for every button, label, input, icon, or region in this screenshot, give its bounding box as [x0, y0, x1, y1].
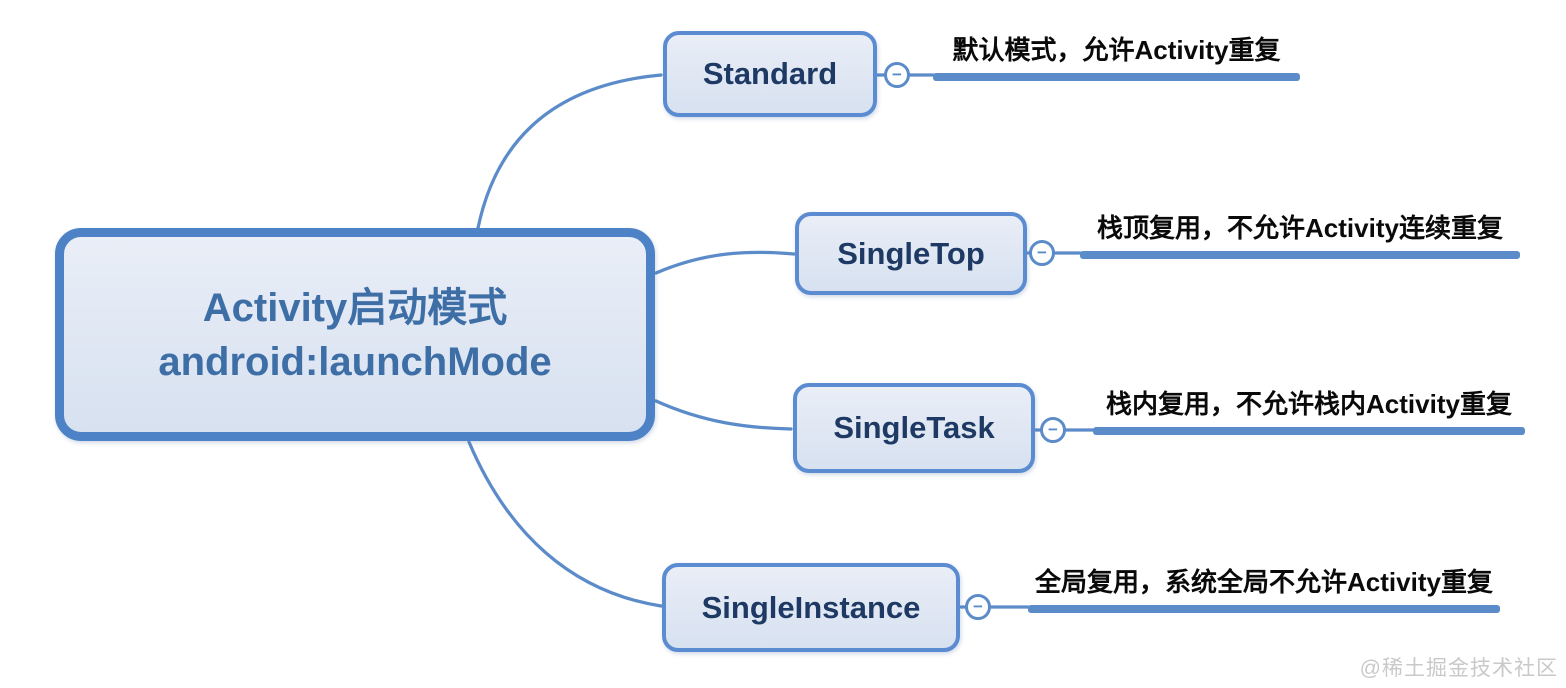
- topic-node-standard[interactable]: Standard: [663, 31, 877, 117]
- note-singletask: 栈内复用，不允许栈内Activity重复: [1093, 384, 1525, 435]
- central-topic-node[interactable]: Activity启动模式 android:launchMode: [55, 228, 655, 441]
- note-text-singleinstance: 全局复用，系统全局不允许Activity重复: [1035, 567, 1493, 597]
- watermark: @稀土掘金技术社区: [1359, 657, 1558, 680]
- connector-central-standard: [476, 73, 663, 230]
- collapse-toggle-singletop[interactable]: −: [1029, 240, 1055, 266]
- topic-label-standard: Standard: [702, 56, 838, 91]
- note-text-singletop: 栈顶复用，不允许Activity连续重复: [1097, 213, 1503, 243]
- topic-node-singleinstance[interactable]: SingleInstance: [662, 563, 960, 652]
- minus-icon: −: [973, 596, 983, 616]
- connector-central-singleinstance: [467, 440, 663, 608]
- note-underline: [1093, 427, 1525, 435]
- connector-central-singletask: [654, 399, 793, 431]
- topic-node-singletask[interactable]: SingleTask: [793, 383, 1035, 473]
- note-underline: [933, 73, 1300, 81]
- note-text-standard: 默认模式，允许Activity重复: [952, 35, 1281, 65]
- minus-icon: −: [1037, 242, 1047, 262]
- note-underline: [1080, 251, 1520, 259]
- note-singleinstance: 全局复用，系统全局不允许Activity重复: [1028, 562, 1500, 613]
- collapse-toggle-standard[interactable]: −: [884, 62, 910, 88]
- note-singletop: 栈顶复用，不允许Activity连续重复: [1080, 208, 1520, 259]
- note-standard: 默认模式，允许Activity重复: [933, 30, 1300, 81]
- central-topic-subtitle: android:launchMode: [158, 339, 552, 384]
- topic-label-singletask: SingleTask: [833, 410, 995, 445]
- topic-label-singletop: SingleTop: [837, 235, 985, 271]
- note-underline: [1028, 605, 1500, 613]
- collapse-toggle-singleinstance[interactable]: −: [965, 594, 991, 620]
- minus-icon: −: [1048, 419, 1058, 439]
- topic-node-singletop[interactable]: SingleTop: [795, 212, 1027, 295]
- topic-label-singleinstance: SingleInstance: [701, 589, 921, 625]
- connector-central-singletop: [654, 250, 796, 275]
- collapse-toggle-singletask[interactable]: −: [1040, 417, 1066, 443]
- note-text-singletask: 栈内复用，不允许栈内Activity重复: [1106, 389, 1512, 419]
- central-topic-title: Activity启动模式: [202, 285, 508, 330]
- minus-icon: −: [892, 64, 902, 84]
